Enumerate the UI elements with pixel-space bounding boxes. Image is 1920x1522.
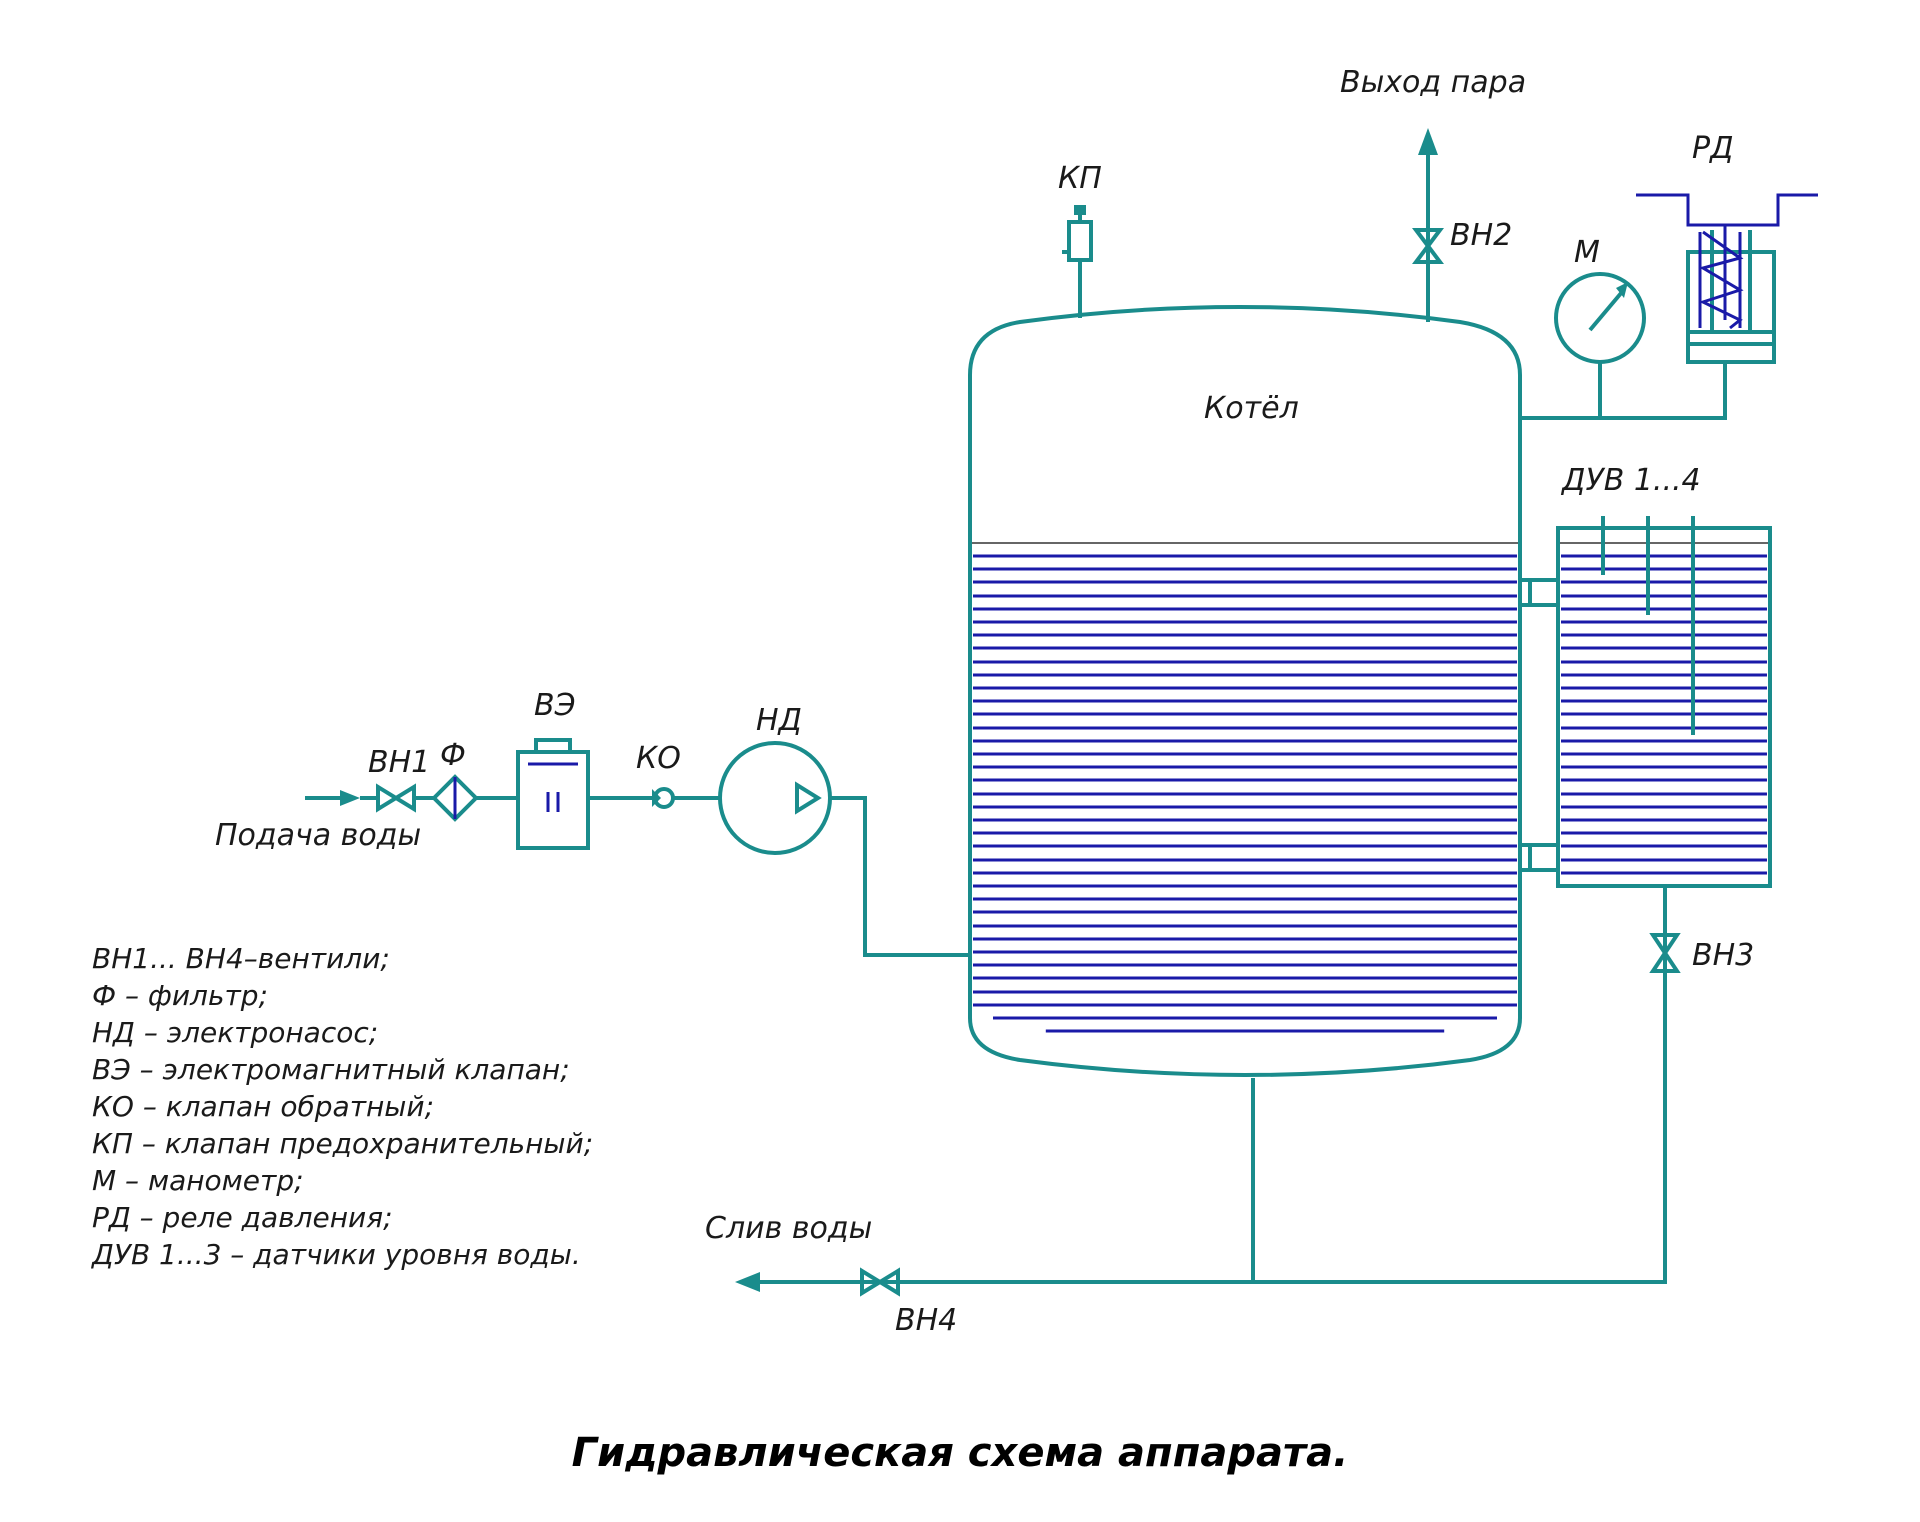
legend-item: ВН1... ВН4–вентили; [92,942,390,975]
boiler-vessel [968,305,1522,1077]
label-nd: НД [756,703,802,738]
label-rd: РД [1692,131,1734,166]
boiler-water-level [973,554,1767,1033]
pressure-relay-rd [1636,193,1818,364]
label-kp: КП [1058,161,1102,196]
label-vn1: ВН1 [368,745,430,780]
legend-item: ДУВ 1...3 – датчики уровня воды. [90,1238,581,1271]
legend-item: РД – реле давления; [92,1201,393,1234]
legend-item: КП – клапан предохранительный; [92,1127,593,1160]
label-ve: ВЭ [534,688,576,723]
label-duv: ДУВ 1...4 [1560,463,1701,498]
label-water-in: Подача воды [215,818,421,853]
label-vn2: ВН2 [1450,218,1512,253]
label-f: Ф [440,738,466,773]
label-m: М [1574,235,1600,270]
label-boiler: Котёл [1204,391,1299,426]
legend-item: Ф – фильтр; [92,979,268,1012]
legend-item: ВЭ – электромагнитный клапан; [92,1053,570,1086]
safety-valve-kp [1062,205,1093,318]
label-water-drain: Слив воды [705,1211,872,1246]
legend-item: М – манометр; [92,1164,304,1197]
drain-line [735,886,1681,1297]
feed-line [305,738,970,957]
steam-outlet [1412,128,1444,322]
label-ko: КО [636,741,681,776]
label-vn4: ВН4 [895,1303,957,1338]
legend-item: НД – электронасос; [92,1016,378,1049]
label-steam-out: Выход пара [1340,65,1526,100]
legend-item: КО – клапан обратный; [92,1090,434,1123]
label-vn3: ВН3 [1692,938,1754,973]
manometer-m [1520,272,1727,420]
diagram-title: Гидравлическая схема аппарата. [572,1430,1349,1476]
legend: ВН1... ВН4–вентили; Ф – фильтр; НД – эле… [90,942,593,1271]
